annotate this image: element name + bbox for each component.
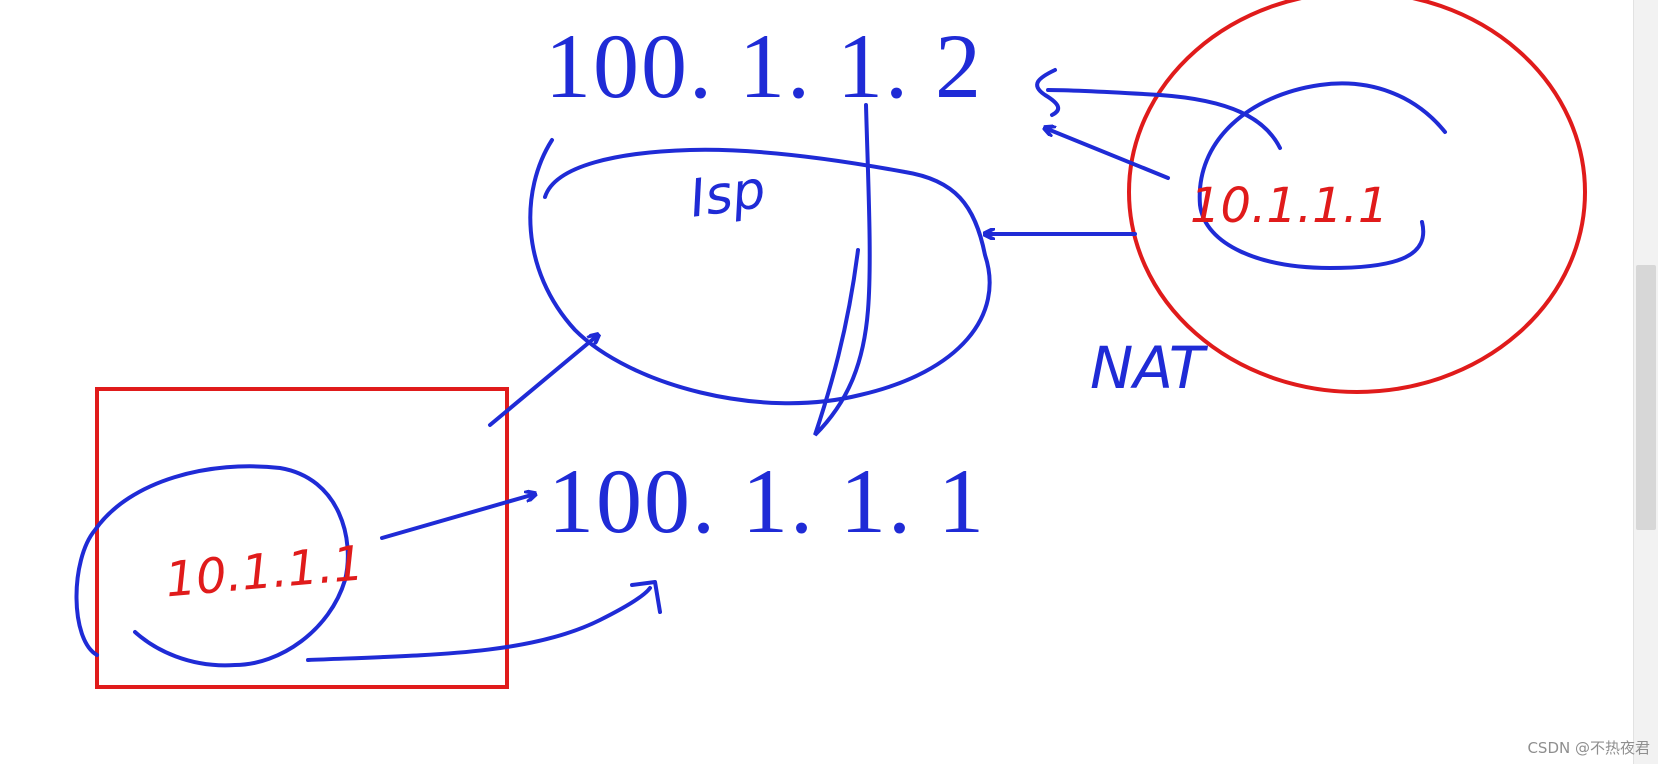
isp-cloud [528, 138, 992, 406]
isp-label: Isp [686, 160, 769, 230]
right-host-outline [1197, 81, 1447, 271]
private-network-box-left [95, 387, 509, 689]
return-arrow-curve [306, 586, 652, 662]
watermark: CSDN @不热夜君 [1527, 739, 1650, 757]
return-arrow-head [630, 580, 662, 614]
arrow-curl-top [1035, 68, 1061, 117]
arrow-left-box-to-isp [488, 335, 598, 427]
private-network-circle-right [1127, 0, 1587, 394]
arrow-left-host-to-ip-bottom [380, 494, 535, 540]
boundary-line [813, 103, 872, 437]
scrollbar-thumb[interactable] [1636, 265, 1656, 530]
public-ip-bottom: 100. 1. 1. 1 [548, 450, 986, 552]
public-ip-top: 100. 1. 1. 2 [545, 15, 983, 117]
arrow-to-public-ip-top [1046, 88, 1282, 150]
private-ip-left: 10.1.1.1 [163, 535, 366, 608]
private-ip-right: 10.1.1.1 [1190, 178, 1388, 234]
nat-label: NAT [1090, 334, 1209, 402]
arrow-right-host-to-ip-top [1045, 128, 1170, 180]
left-host-outline [74, 464, 350, 668]
